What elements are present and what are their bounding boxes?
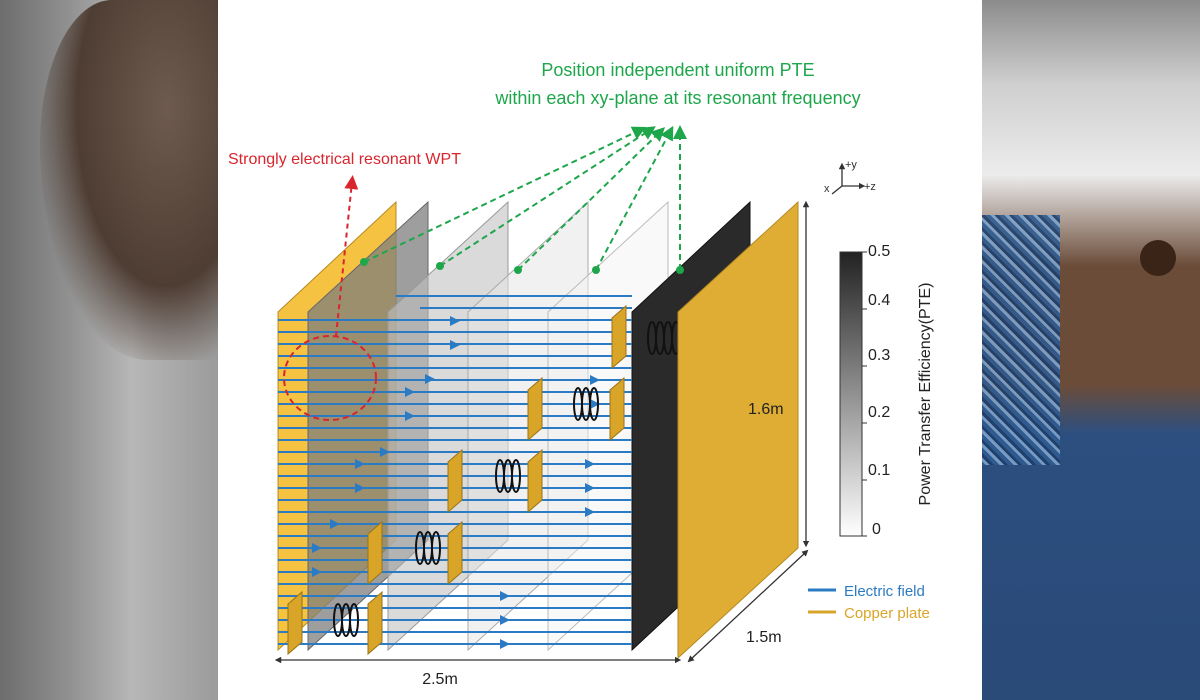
background-right-photo	[980, 0, 1200, 700]
right-copper-plate-shade	[678, 202, 798, 658]
axis-z-label: +z	[864, 181, 876, 193]
colorbar-label: Power Transfer Efficiency(PTE)	[917, 283, 934, 506]
colorbar-tick-0.5: 0.5	[868, 243, 890, 260]
legend-electric-field-label: Electric field	[844, 583, 925, 600]
coil-1	[647, 321, 681, 355]
field-arrowheads	[312, 316, 600, 649]
colorbar-tick-0.4: 0.4	[868, 292, 890, 309]
background-embroidery	[980, 215, 1060, 465]
axis-triad	[831, 162, 866, 195]
colorbar-tick-0: 0	[872, 521, 881, 538]
right-copper-plate	[677, 200, 799, 660]
green-annotation-arrows	[363, 125, 687, 271]
dimension-height: 1.6m	[748, 401, 784, 418]
axis-y-label: +y	[845, 159, 857, 171]
pte-title-line2: within each xy-plane at its resonant fre…	[494, 88, 860, 108]
dimension-depth: 1.5m	[746, 629, 782, 646]
colorbar-tick-0.2: 0.2	[868, 404, 890, 421]
small-copper-plates	[287, 304, 707, 656]
coil-5	[333, 603, 359, 637]
green-annotation-dots	[360, 258, 684, 274]
colorbar	[839, 251, 863, 537]
background-belt-hole	[1140, 240, 1176, 276]
dimension-width: 2.5m	[422, 671, 458, 688]
background-left-photo	[0, 0, 220, 700]
coil-4	[415, 531, 441, 565]
colorbar-ticks	[862, 251, 867, 537]
pte-title-line1: Position independent uniform PTE	[541, 60, 814, 80]
coil-2	[573, 387, 599, 421]
resonant-wpt-label: Strongly electrical resonant WPT	[228, 151, 461, 168]
legend-copper-plate-label: Copper plate	[844, 605, 930, 622]
red-annotation-arrow	[335, 175, 359, 337]
resonant-region-circle	[283, 335, 377, 421]
axis-x-label: x	[824, 183, 830, 195]
coil-3	[495, 459, 521, 493]
colorbar-tick-0.1: 0.1	[868, 462, 890, 479]
electric-field-lines	[278, 295, 632, 645]
dimension-lines	[274, 200, 810, 664]
colorbar-tick-0.3: 0.3	[868, 347, 890, 364]
resonator-coils	[333, 321, 681, 637]
